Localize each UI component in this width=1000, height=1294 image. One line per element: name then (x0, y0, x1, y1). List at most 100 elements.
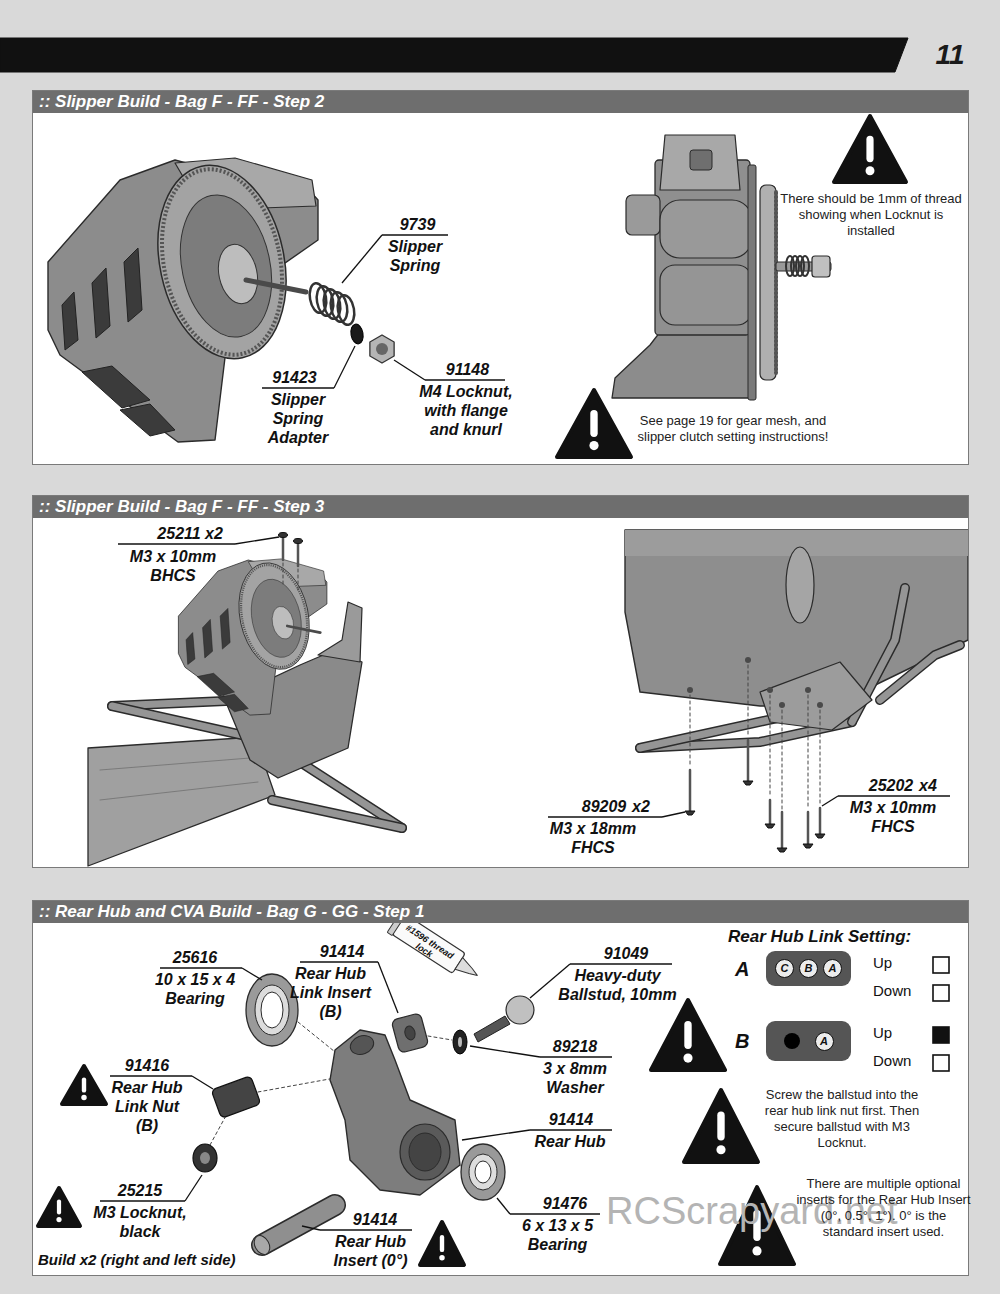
step-heading: :: Slipper Build - Bag F - FF - Step 3 (33, 496, 968, 518)
leader-line (470, 1046, 540, 1057)
spur-gear (786, 547, 814, 623)
guide-line (298, 569, 299, 590)
part-number: 91148 (430, 360, 505, 379)
leader-line (235, 537, 279, 544)
hole-letter: A (823, 959, 842, 978)
screw-shaft (819, 808, 822, 834)
locknut-hole (376, 343, 388, 355)
leader-line (185, 1175, 202, 1201)
screw-shaft (282, 535, 285, 560)
rear-hub (330, 1030, 460, 1195)
warning-triangle (557, 390, 631, 457)
leader-line (838, 795, 950, 796)
panel-ground (32, 90, 969, 465)
spur-gear (760, 185, 776, 380)
ballstud-shank (474, 1016, 510, 1042)
guide-line (808, 695, 809, 809)
page-number: 11 (915, 40, 985, 70)
warning-note: See page 19 for gear mesh, and slipper c… (632, 413, 834, 445)
warning-triangle (62, 1066, 106, 1104)
leader-line (262, 387, 334, 388)
exclamation-dot (683, 1054, 692, 1063)
screw-head (815, 834, 825, 838)
hub-insert (262, 1205, 335, 1245)
option-label: Down (873, 981, 928, 1000)
hub-insert (262, 1205, 335, 1245)
chassis-rib (100, 782, 258, 800)
warning-symbol (834, 116, 906, 182)
check-box (933, 1027, 949, 1043)
part-number: 91423 (262, 368, 327, 387)
spring-adapter (349, 323, 364, 345)
idler-case (660, 265, 752, 325)
exclamation-dot (752, 1246, 761, 1255)
warning-symbol (62, 1066, 106, 1104)
housing-foot (612, 332, 752, 398)
build-note: Build x2 (right and left side) (38, 1251, 328, 1269)
suspension-arm (272, 800, 402, 828)
part-number: 25616 (165, 948, 225, 967)
screw-head (777, 848, 787, 852)
exclamation-dot (716, 1145, 725, 1154)
screw-shaft (781, 812, 784, 848)
exclamation-bar (590, 410, 597, 437)
part-name: Rear Hub Link Nut (B) (102, 1078, 192, 1135)
row-letter: A (735, 958, 757, 980)
housing-slot (203, 619, 213, 658)
cap-notch (690, 150, 712, 170)
housing-slot (82, 366, 150, 408)
tube-body (392, 914, 465, 973)
part-name: Rear Hub (530, 1132, 610, 1151)
option-label: Down (873, 1051, 928, 1070)
guide-line (428, 1036, 452, 1040)
warning-triangle (420, 1222, 464, 1265)
exclamation-bar (866, 136, 873, 162)
tube-label: #1596 thread lock (396, 921, 459, 972)
hole-dot (784, 1033, 800, 1049)
leader-line (822, 796, 838, 806)
part-name: M3 x 10mm BHCS (118, 547, 228, 585)
insert-hole (403, 1025, 416, 1041)
leader-line (382, 234, 448, 235)
washer (453, 1030, 467, 1054)
link-insert (391, 1013, 429, 1054)
screw-hole (745, 657, 751, 663)
hole-letter: C (775, 959, 794, 978)
leader-line (497, 1198, 510, 1214)
gear-teeth (232, 559, 316, 673)
hub-bore (400, 1124, 450, 1180)
suspension-arm (880, 645, 960, 700)
quantity: x2 (632, 797, 660, 816)
exclamation-bar (717, 1112, 724, 1141)
exclamation-dot (589, 441, 598, 450)
option-label: Up (873, 953, 928, 972)
screw-hole (779, 702, 785, 708)
locknut (812, 256, 830, 277)
leader-line (510, 1213, 600, 1214)
gear-teeth (146, 158, 299, 366)
housing-slot (186, 633, 195, 665)
leader-line (118, 543, 235, 544)
motor-plate (748, 165, 756, 400)
part-number: 91414 (540, 1110, 602, 1129)
shaft (246, 280, 306, 292)
locknut (370, 335, 394, 363)
insert-end (251, 1233, 273, 1257)
screw-shaft (769, 800, 772, 824)
link-setting-badge: A (766, 1021, 851, 1061)
part-number: 91414 (345, 1210, 405, 1229)
leader-line (530, 1129, 612, 1130)
part-number: 9739 (385, 215, 450, 234)
part-number: 89218 (545, 1037, 605, 1056)
slipper-spring (801, 256, 809, 276)
part-name: 10 x 15 x 4 Bearing (140, 970, 250, 1008)
slipper-spring (336, 294, 357, 326)
housing-slot (120, 404, 175, 436)
part-name: M4 Locknut, with flange and knurl (410, 382, 522, 439)
row-letter: B (735, 1030, 757, 1052)
suspension-arm (272, 800, 402, 828)
leader-line (300, 961, 378, 962)
leader-line (548, 816, 662, 817)
exclamation-dot (866, 166, 875, 175)
